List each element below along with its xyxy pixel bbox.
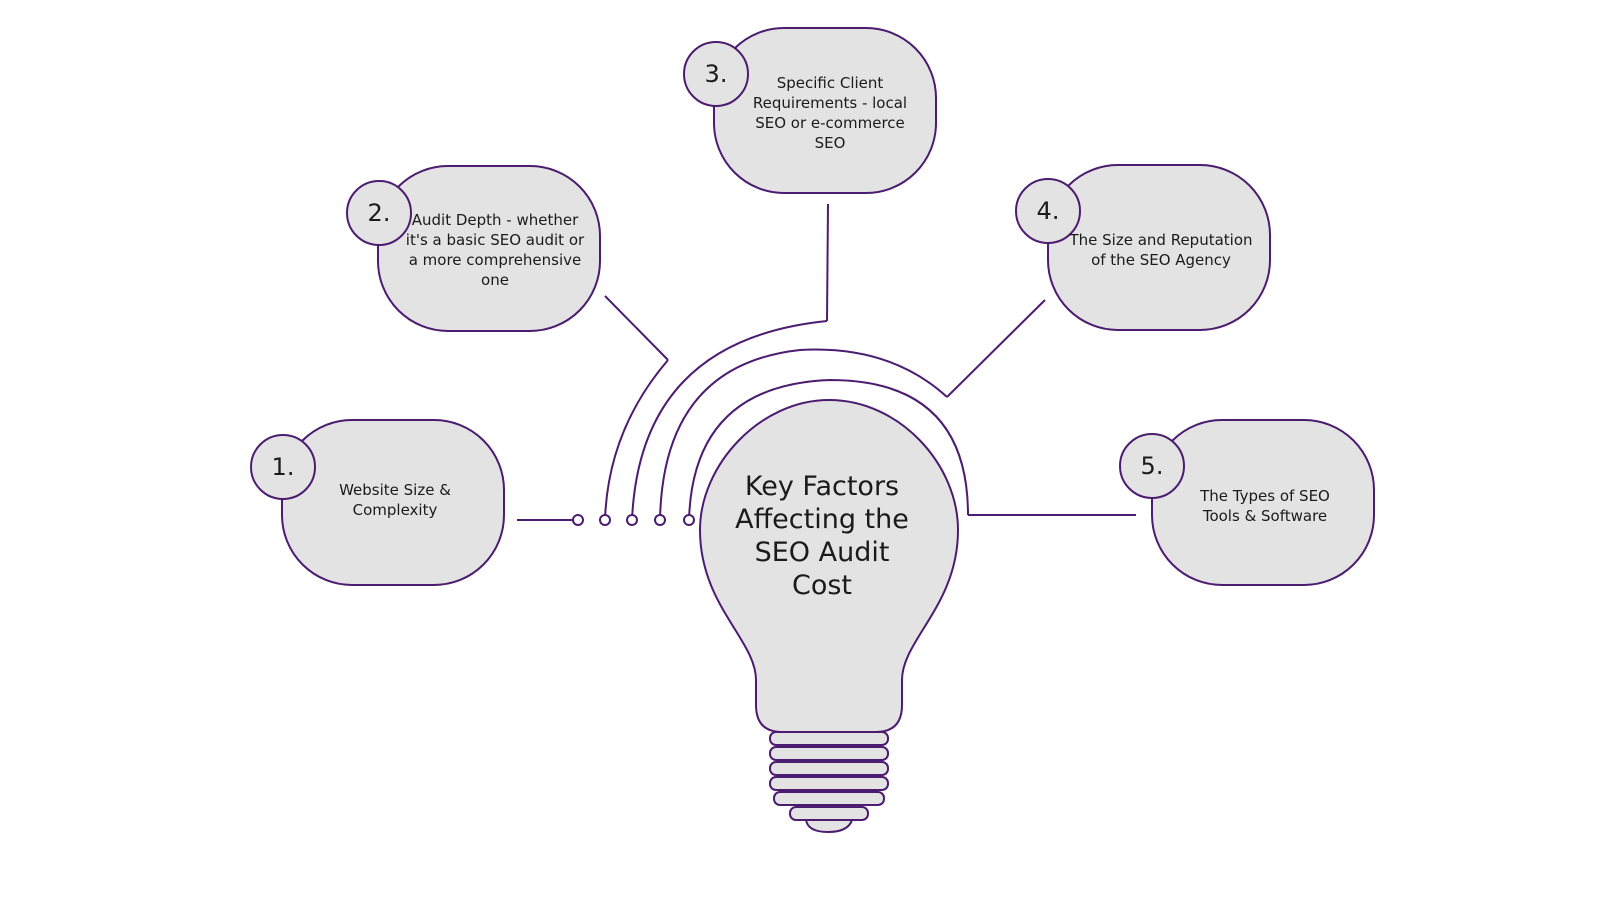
factor-3-number-circle bbox=[683, 41, 749, 107]
factor-3-number: 3. bbox=[704, 60, 728, 88]
factor-2-number-circle bbox=[346, 180, 412, 246]
factor-1-number: 1. bbox=[271, 453, 295, 481]
connector-dot bbox=[654, 514, 666, 526]
connector-3-arc bbox=[631, 320, 828, 521]
connector-5-arc bbox=[688, 378, 969, 521]
factor-1-bubble bbox=[281, 419, 505, 586]
connector-dot bbox=[599, 514, 611, 526]
connector-dot bbox=[626, 514, 638, 526]
factor-5-bubble bbox=[1151, 419, 1375, 586]
diagram-title: Key Factors Affecting the SEO Audit Cost bbox=[735, 471, 909, 601]
factor-5-number: 5. bbox=[1140, 452, 1164, 480]
connector-3 bbox=[826, 203, 829, 322]
factor-1-number-circle bbox=[250, 434, 316, 500]
connector-4 bbox=[946, 299, 1046, 398]
factor-5-label: The Types of SEO Tools & Software bbox=[1200, 487, 1330, 525]
connector-2 bbox=[604, 295, 669, 361]
factor-4-bubble bbox=[1047, 164, 1271, 331]
connector-dot bbox=[572, 514, 584, 526]
connector-2-arc bbox=[604, 359, 669, 521]
factor-1-label: Website Size & Complexity bbox=[339, 481, 451, 519]
factor-2-bubble bbox=[377, 165, 601, 332]
factor-3-bubble bbox=[713, 27, 937, 194]
factor-4-number-circle bbox=[1015, 178, 1081, 244]
connector-4-arc bbox=[659, 348, 948, 521]
bulb-glass bbox=[698, 398, 960, 733]
bulb-base bbox=[769, 731, 889, 834]
connector-dot bbox=[683, 514, 695, 526]
factor-4-label: The Size and Reputation of the SEO Agenc… bbox=[1069, 231, 1253, 269]
factor-3-label: Specific Client Requirements - local SEO… bbox=[752, 74, 908, 152]
factor-4-number: 4. bbox=[1036, 197, 1060, 225]
factor-2-number: 2. bbox=[367, 199, 391, 227]
factor-5-number-circle bbox=[1119, 433, 1185, 499]
factor-2-label: Audit Depth - whether it's a basic SEO a… bbox=[405, 211, 585, 289]
